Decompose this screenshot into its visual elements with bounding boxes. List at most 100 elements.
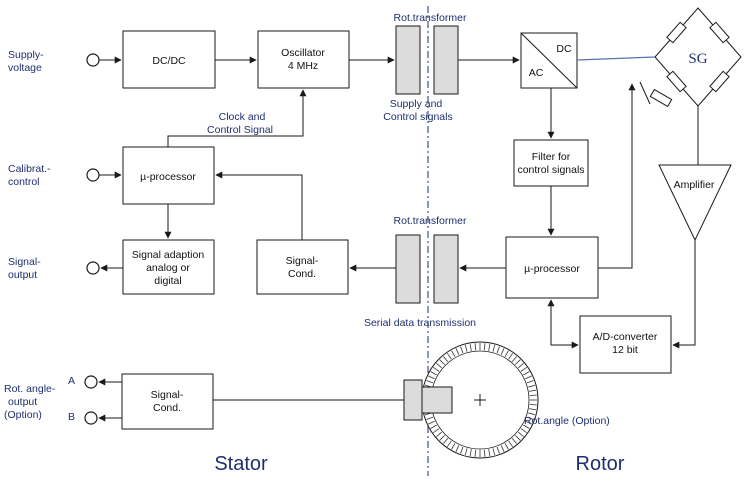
rot-angle-terminal-a (84, 375, 98, 389)
encoder-tick (474, 343, 477, 351)
converter-dc-label: DC (556, 43, 572, 55)
stator-label: Stator (214, 453, 268, 475)
calibrat-terminal (86, 168, 100, 182)
encoder-tick (500, 445, 505, 452)
encoder-shaft (420, 386, 453, 414)
signal-output-label: Signal-output (8, 256, 41, 281)
encoder-tick (469, 343, 472, 351)
encoder-tick (511, 438, 517, 444)
encoder-tick (464, 344, 468, 352)
encoder-tick (504, 443, 509, 450)
rot-transformer-top-rotor-core (433, 25, 459, 95)
encoder-tick (523, 424, 530, 429)
encoder-tick (455, 348, 460, 355)
encoder-tick (451, 350, 456, 357)
terminal-a-label: A (68, 375, 75, 387)
rot-transformer-mid-stator-core (395, 234, 421, 304)
mu-processor-rotor-label: µ-processor (524, 263, 580, 275)
encoder-tick (436, 431, 442, 437)
supply-voltage-label: Supply-voltage (8, 49, 44, 74)
wire-adc-mu (547, 299, 579, 349)
encoder-tick (428, 420, 435, 425)
oscillator-block (257, 30, 350, 89)
rot-angle-output-label: Rot. angle-output(Option) (4, 383, 56, 421)
dcdc-label: DC/DC (152, 55, 186, 67)
mu-processor-stator-label: µ-processor (140, 171, 196, 183)
encoder-tick (500, 348, 505, 355)
signal-cond-bottom-block (121, 373, 214, 430)
encoder-tick (436, 363, 442, 369)
encoder-tick (460, 446, 464, 454)
wire-amp-adc (672, 240, 696, 349)
encoder-disc (421, 341, 539, 459)
encoder-tick (504, 350, 509, 357)
encoder-tick (529, 408, 537, 411)
adc-block (579, 315, 672, 374)
signal-cond-bottom-label: Signal-Cond. (151, 389, 184, 414)
encoder-tick (439, 435, 445, 441)
encoder-tick (430, 424, 437, 429)
encoder-tick (528, 412, 536, 416)
amplifier-triangle (658, 164, 732, 242)
encoder-tick (515, 435, 521, 441)
encoder-tick (515, 359, 521, 365)
encoder-tick (483, 343, 486, 351)
encoder-tick (455, 445, 460, 452)
wire-mu-clock-osc (167, 89, 307, 147)
encoder-tick (511, 356, 517, 362)
encoder-tick (446, 353, 452, 360)
encoder-tick (520, 366, 527, 372)
encoder-tick (430, 371, 437, 376)
sg-label: SG (688, 51, 707, 67)
signal-adaption-block (122, 239, 215, 295)
encoder-tick (529, 403, 537, 406)
signal-cond-mid-label: Signal-Cond. (286, 255, 319, 280)
encoder-tick (474, 449, 477, 457)
encoder-tick (426, 416, 434, 420)
encoder-tick (433, 366, 440, 372)
encoder-tick (526, 380, 534, 384)
encoder-tick (492, 448, 496, 456)
encoder-tick (525, 420, 532, 425)
encoder-tick (433, 428, 440, 434)
rot-transformer-mid-label: Rot.transformer (394, 215, 467, 227)
encoder-tick (460, 346, 464, 354)
calibrat-control-label: Calibrat.-control (8, 163, 51, 188)
encoder-tick (523, 371, 530, 376)
encoder-tick (529, 389, 537, 392)
converter-ac-label: AC (529, 67, 544, 79)
signal-output-terminal (86, 261, 100, 275)
rot-angle-terminal-b (84, 411, 98, 425)
rotor-label: Rotor (576, 453, 625, 475)
encoder-tick (492, 344, 496, 352)
supply-terminal (86, 53, 100, 67)
encoder-tick (488, 343, 491, 351)
encoder-tick (446, 440, 452, 447)
mu-processor-stator-block (122, 146, 215, 205)
encoder-tick (426, 380, 434, 384)
encoder-tick (518, 431, 524, 437)
signal-cond-mid-block (256, 239, 349, 295)
encoder-tick (496, 446, 500, 454)
rot-transformer-top-label: Rot.transformer (394, 12, 467, 24)
encoder-tick (451, 443, 456, 450)
encoder-tick (525, 375, 532, 380)
encoder-tick (439, 359, 445, 365)
rot-transformer-top-stator-core (395, 25, 421, 95)
serial-data-label: Serial data transmission (364, 317, 476, 329)
encoder-tick (508, 353, 514, 360)
encoder-tick (526, 416, 534, 420)
encoder-sensor (403, 379, 423, 421)
rot-transformer-mid-rotor-core (433, 234, 459, 304)
encoder-tick (518, 363, 524, 369)
wire-mu-sg-cal (598, 83, 636, 269)
wire-cond-mu (215, 171, 303, 240)
encoder-tick (496, 346, 500, 354)
ac-dc-diagonal (520, 32, 578, 89)
encoder-tick (443, 438, 449, 444)
